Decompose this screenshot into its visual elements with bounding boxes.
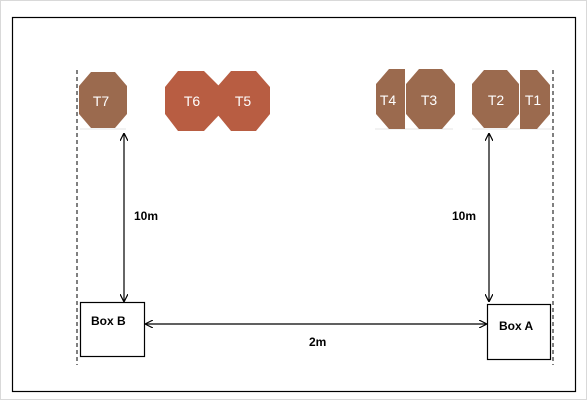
- target-t7-label: T7: [93, 93, 110, 109]
- target-t6: T6: [165, 71, 220, 131]
- target-t1-shape: [520, 70, 550, 129]
- target-t4: T4: [376, 69, 405, 129]
- box-a: [486, 303, 552, 361]
- target-t3-label: T3: [421, 92, 438, 108]
- target-t5-label: T5: [235, 93, 252, 109]
- target-t4-shape: [376, 69, 405, 129]
- box-b-label: Box B: [91, 314, 126, 328]
- target-t7: T7: [79, 72, 127, 128]
- target-t3-shape: [406, 69, 455, 129]
- target-t1-label: T1: [525, 92, 542, 108]
- box-b: [79, 301, 146, 358]
- target-t1: T1: [520, 70, 550, 129]
- right-distance-label: 10m: [452, 209, 476, 223]
- box-distance-label: 2m: [309, 335, 326, 349]
- target-t2: T2: [472, 70, 519, 128]
- left-distance-label: 10m: [134, 209, 158, 223]
- target-t4-label: T4: [380, 92, 397, 108]
- target-t5: T5: [217, 71, 270, 131]
- target-t6-shape: [165, 71, 220, 131]
- box-a-label: Box A: [499, 319, 534, 333]
- target-t3: T3: [406, 69, 455, 129]
- target-t7-shape: [79, 72, 127, 128]
- target-t2-shape: [472, 70, 519, 128]
- target-t6-label: T6: [184, 93, 201, 109]
- target-t2-label: T2: [488, 92, 505, 108]
- target-t5-shape: [217, 71, 270, 131]
